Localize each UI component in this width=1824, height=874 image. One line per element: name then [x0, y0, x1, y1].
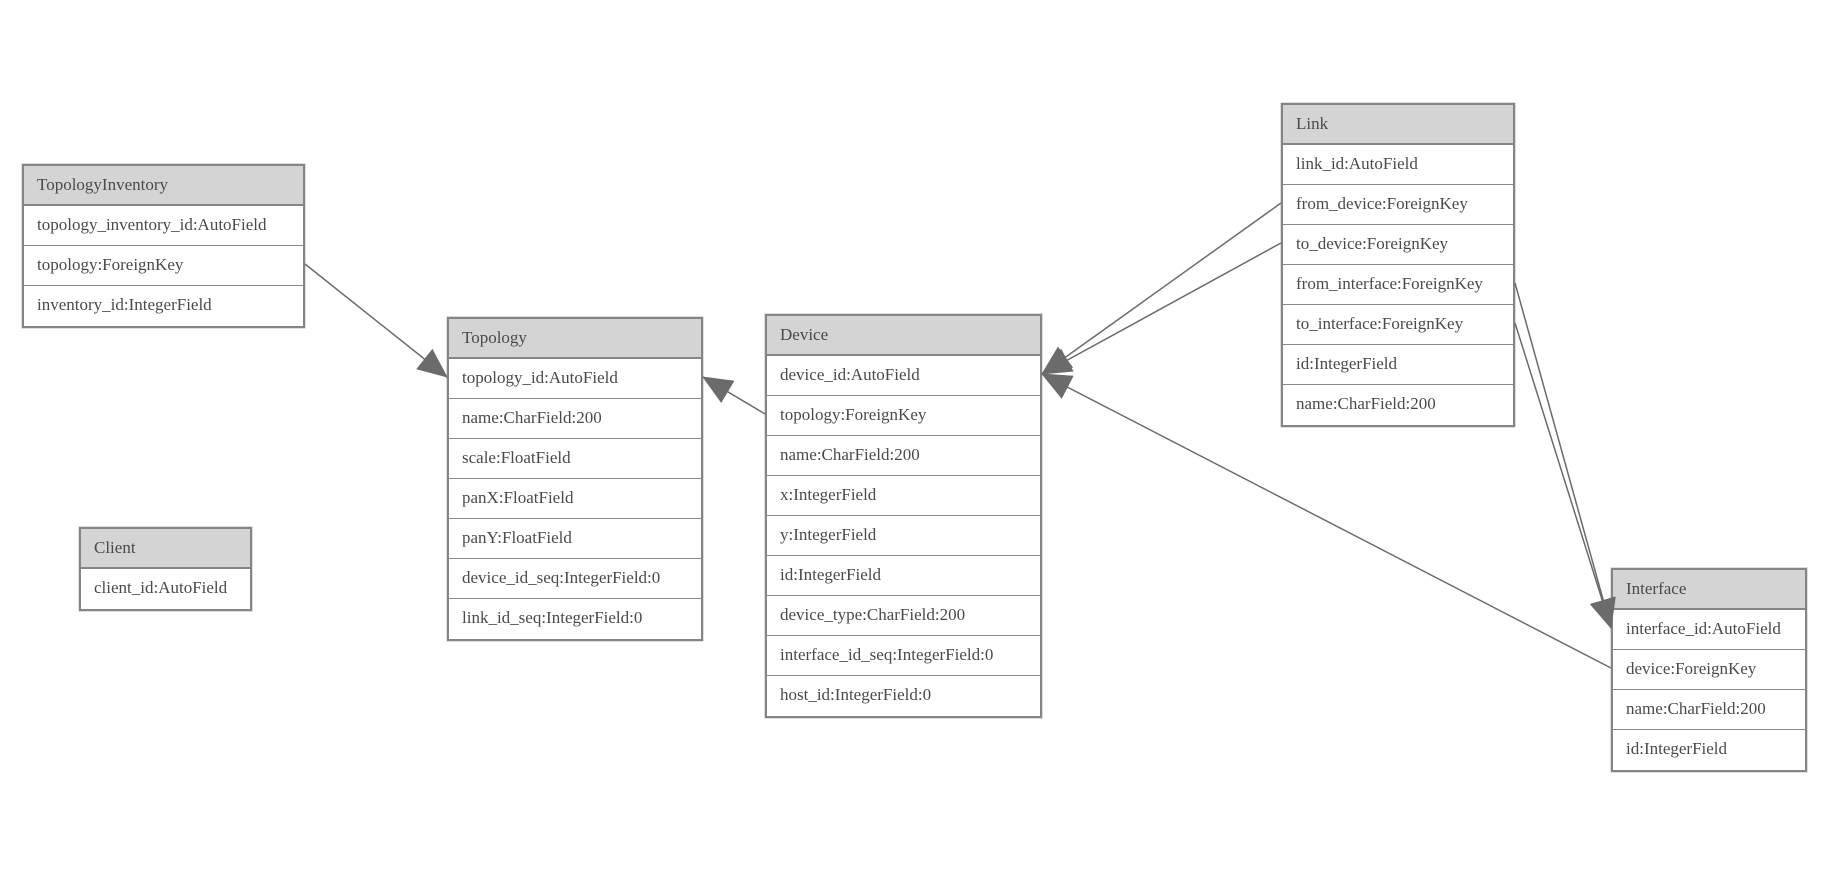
entity-client-title: Client	[81, 529, 250, 569]
entity-link-title: Link	[1283, 105, 1513, 145]
field-interface-name: name:CharField:200	[1613, 690, 1805, 730]
field-link-to_interface: to_interface:ForeignKey	[1283, 305, 1513, 345]
field-topology-topology_id: topology_id:AutoField	[449, 359, 701, 399]
field-topology-panY: panY:FloatField	[449, 519, 701, 559]
field-topology_inventory-topology_inventory_id: topology_inventory_id:AutoField	[24, 206, 303, 246]
field-client-client_id: client_id:AutoField	[81, 569, 250, 609]
field-link-id: id:IntegerField	[1283, 345, 1513, 385]
entity-topology-title: Topology	[449, 319, 701, 359]
field-device-host_id: host_id:IntegerField:0	[767, 676, 1040, 716]
field-device-y: y:IntegerField	[767, 516, 1040, 556]
field-device-device_type: device_type:CharField:200	[767, 596, 1040, 636]
field-topology_inventory-topology: topology:ForeignKey	[24, 246, 303, 286]
field-topology_inventory-inventory_id: inventory_id:IntegerField	[24, 286, 303, 326]
field-link-from_interface: from_interface:ForeignKey	[1283, 265, 1513, 305]
field-topology-panX: panX:FloatField	[449, 479, 701, 519]
field-link-name: name:CharField:200	[1283, 385, 1513, 425]
field-topology-link_id_seq: link_id_seq:IntegerField:0	[449, 599, 701, 639]
field-device-interface_id_seq: interface_id_seq:IntegerField:0	[767, 636, 1040, 676]
field-device-x: x:IntegerField	[767, 476, 1040, 516]
entity-device-title: Device	[767, 316, 1040, 356]
field-topology-scale: scale:FloatField	[449, 439, 701, 479]
field-device-name: name:CharField:200	[767, 436, 1040, 476]
field-link-from_device: from_device:ForeignKey	[1283, 185, 1513, 225]
entity-topology_inventory-title: TopologyInventory	[24, 166, 303, 206]
field-topology-device_id_seq: device_id_seq:IntegerField:0	[449, 559, 701, 599]
field-link-link_id: link_id:AutoField	[1283, 145, 1513, 185]
field-device-id: id:IntegerField	[767, 556, 1040, 596]
field-interface-device: device:ForeignKey	[1613, 650, 1805, 690]
field-device-device_id: device_id:AutoField	[767, 356, 1040, 396]
field-interface-interface_id: interface_id:AutoField	[1613, 610, 1805, 650]
field-link-to_device: to_device:ForeignKey	[1283, 225, 1513, 265]
field-topology-name: name:CharField:200	[449, 399, 701, 439]
field-device-topology: topology:ForeignKey	[767, 396, 1040, 436]
entity-interface-title: Interface	[1613, 570, 1805, 610]
field-interface-id: id:IntegerField	[1613, 730, 1805, 770]
